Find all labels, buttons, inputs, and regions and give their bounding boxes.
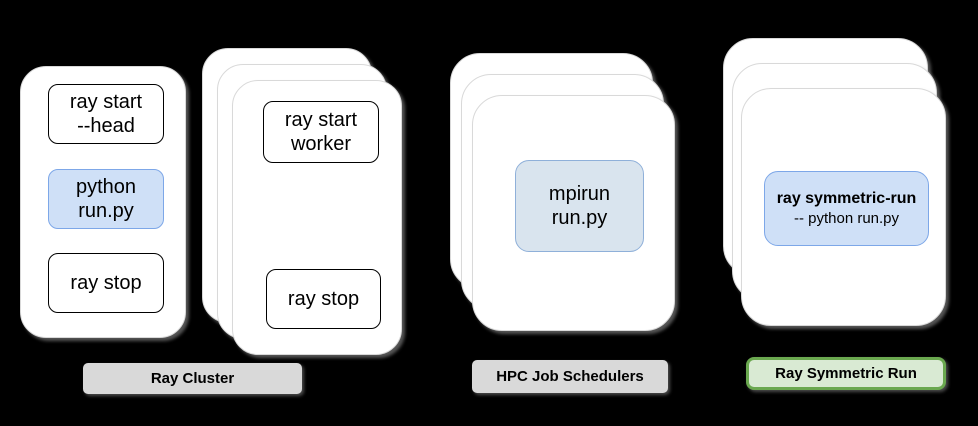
- ray-start-head-box: ray start --head: [48, 84, 164, 144]
- ray-stop-box: ray stop: [48, 253, 164, 313]
- ray-start-worker-box: ray start worker: [263, 101, 379, 163]
- ray-cluster-label: Ray Cluster: [83, 363, 302, 394]
- ray-worker-nodes-stack: ray start worker ray stop: [202, 48, 412, 360]
- command-line: ray stop: [287, 288, 360, 310]
- hpc-job-schedulers-label: HPC Job Schedulers: [472, 360, 668, 393]
- command-line: python: [75, 176, 137, 198]
- hpc-scheduler-stack: mpirun run.py: [450, 53, 685, 343]
- command-line: mpirun: [548, 183, 611, 205]
- command-line: --head: [77, 115, 135, 137]
- worker-ray-stop-box: ray stop: [266, 269, 381, 329]
- command-line: run.py: [551, 207, 608, 229]
- symmetric-run-stack: ray symmetric-run -- python run.py: [723, 38, 958, 338]
- mpirun-box: mpirun run.py: [515, 160, 644, 252]
- command-line: worker: [290, 133, 351, 155]
- command-line: ray start: [284, 109, 358, 131]
- command-line: run.py: [78, 200, 134, 222]
- ray-worker-node-card: ray start worker ray stop: [232, 80, 402, 355]
- ray-head-node-card: ray start --head python run.py ray stop: [20, 66, 186, 338]
- command-line: ray stop: [70, 272, 142, 294]
- symmetric-run-box: ray symmetric-run -- python run.py: [764, 171, 929, 246]
- command-line: ray symmetric-run: [776, 189, 917, 207]
- symmetric-run-node-card: ray symmetric-run -- python run.py: [741, 88, 946, 326]
- python-run-box: python run.py: [48, 169, 164, 229]
- hpc-node-card: mpirun run.py: [472, 95, 675, 331]
- command-line: ray start: [69, 91, 143, 113]
- command-line: -- python run.py: [793, 209, 900, 227]
- ray-symmetric-run-label: Ray Symmetric Run: [746, 357, 946, 390]
